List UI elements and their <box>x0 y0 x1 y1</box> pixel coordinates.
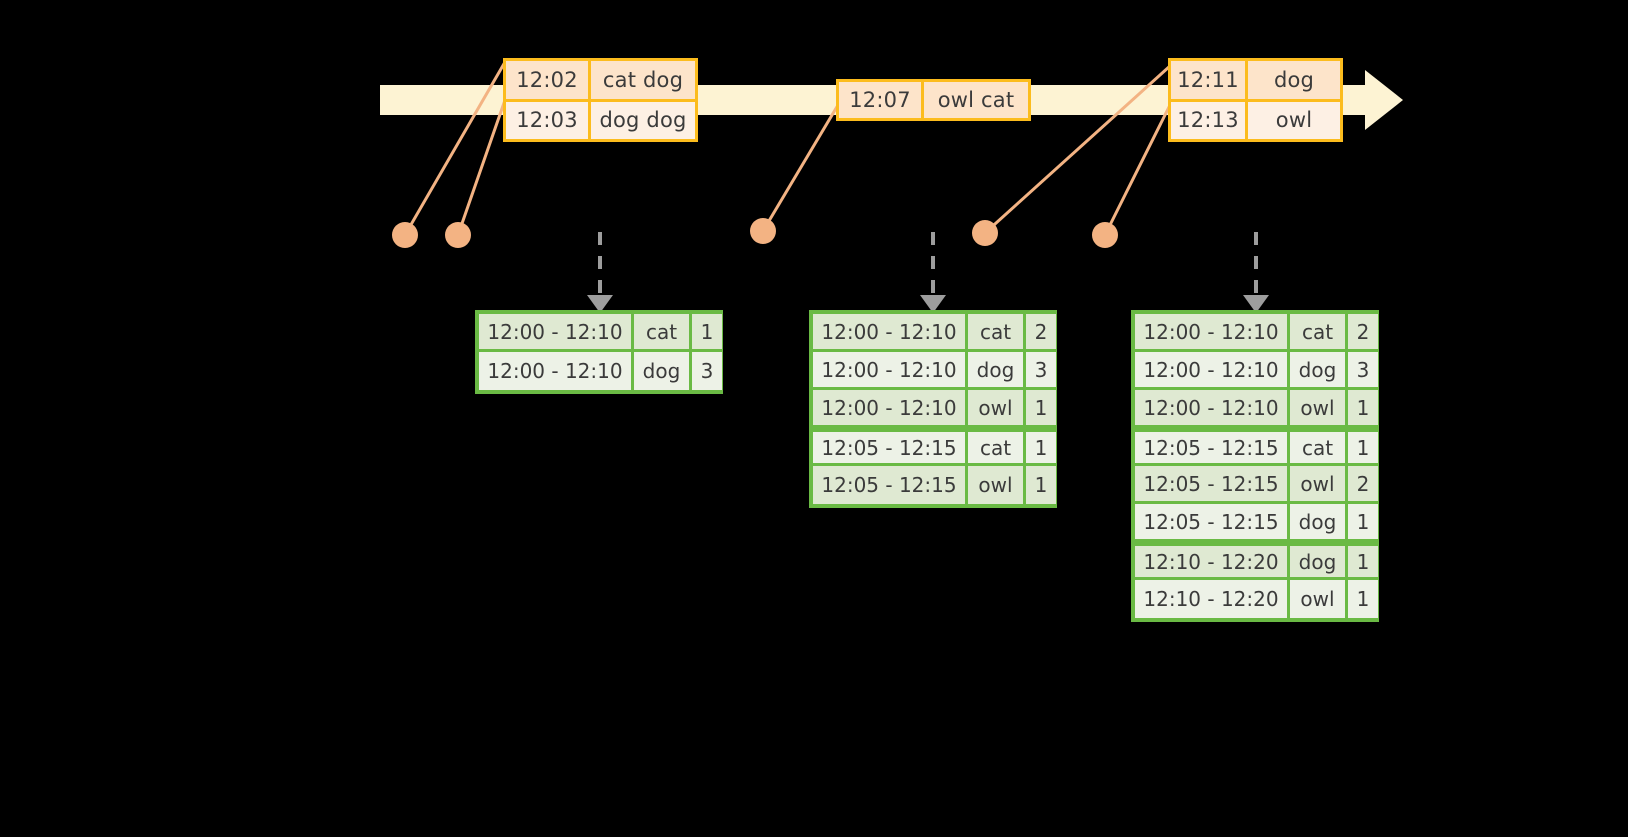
timeline-arrowhead <box>1365 70 1403 130</box>
cell-window: 12:10 - 12:20 <box>1135 580 1290 618</box>
cell-count: 3 <box>1348 352 1378 390</box>
cell-window: 12:05 - 12:15 <box>813 466 968 504</box>
cell-word: owl <box>1290 466 1348 504</box>
event-words: owl <box>1248 101 1340 139</box>
event-row: 12:02 cat dog <box>506 61 695 99</box>
event-box-1: 12:02 cat dog 12:03 dog dog <box>503 58 698 142</box>
event-time: 12:02 <box>506 61 591 99</box>
cell-word: owl <box>968 466 1026 504</box>
cell-window: 12:00 - 12:10 <box>813 352 968 390</box>
dashed-line <box>598 232 602 312</box>
cell-window: 12:00 - 12:10 <box>813 390 968 428</box>
connector-dot-5 <box>1092 222 1118 248</box>
event-time: 12:11 <box>1171 61 1248 99</box>
cell-word: dog <box>1290 504 1348 542</box>
cell-window: 12:05 - 12:15 <box>813 428 968 466</box>
event-words: cat dog <box>591 61 695 99</box>
connector-dot-4 <box>972 220 998 246</box>
cell-window: 12:05 - 12:15 <box>1135 466 1290 504</box>
cell-window: 12:10 - 12:20 <box>1135 542 1290 580</box>
dashed-line <box>931 232 935 312</box>
cell-count: 2 <box>1348 314 1378 352</box>
cell-count: 1 <box>1348 504 1378 542</box>
cell-count: 1 <box>1348 428 1378 466</box>
arrow-head-icon <box>920 295 946 313</box>
cell-word: owl <box>1290 390 1348 428</box>
event-time: 12:07 <box>839 82 924 118</box>
cell-window: 12:00 - 12:10 <box>479 314 634 352</box>
cell-word: dog <box>634 352 692 390</box>
cell-count: 2 <box>1348 466 1378 504</box>
cell-word: dog <box>968 352 1026 390</box>
event-row: 12:03 dog dog <box>506 98 695 139</box>
event-time: 12:13 <box>1171 101 1248 139</box>
event-row: 12:07 owl cat <box>839 82 1028 118</box>
arrow-head-icon <box>587 295 613 313</box>
cell-count: 3 <box>692 352 722 390</box>
dashed-arrow-1 <box>587 232 613 313</box>
cell-count: 1 <box>1026 466 1056 504</box>
cell-count: 1 <box>1348 390 1378 428</box>
cell-word: cat <box>1290 428 1348 466</box>
cell-window: 12:00 - 12:10 <box>1135 352 1290 390</box>
cell-window: 12:05 - 12:15 <box>1135 504 1290 542</box>
event-box-3: 12:11 dog 12:13 owl <box>1168 58 1343 142</box>
cell-count: 3 <box>1026 352 1056 390</box>
cell-word: cat <box>634 314 692 352</box>
cell-count: 1 <box>1348 580 1378 618</box>
cell-count: 1 <box>1026 390 1056 428</box>
cell-word: dog <box>1290 352 1348 390</box>
event-words: dog <box>1248 61 1340 99</box>
cell-word: owl <box>968 390 1026 428</box>
dashed-arrow-3 <box>1243 232 1269 313</box>
connector-dot-1 <box>392 222 418 248</box>
cell-count: 1 <box>1348 542 1378 580</box>
connector-dot-3 <box>750 218 776 244</box>
cell-word: cat <box>1290 314 1348 352</box>
event-row: 12:13 owl <box>1171 98 1340 139</box>
cell-word: dog <box>1290 542 1348 580</box>
dashed-line <box>1254 232 1258 312</box>
cell-window: 12:05 - 12:15 <box>1135 428 1290 466</box>
event-words: dog dog <box>591 101 695 139</box>
cell-window: 12:00 - 12:10 <box>1135 314 1290 352</box>
cell-word: cat <box>968 428 1026 466</box>
arrow-head-icon <box>1243 295 1269 313</box>
cell-count: 2 <box>1026 314 1056 352</box>
cell-count: 1 <box>1026 428 1056 466</box>
connector-dot-2 <box>445 222 471 248</box>
cell-word: owl <box>1290 580 1348 618</box>
cell-word: cat <box>968 314 1026 352</box>
dashed-arrow-2 <box>920 232 946 313</box>
cell-count: 1 <box>692 314 722 352</box>
event-time: 12:03 <box>506 101 591 139</box>
event-box-2: 12:07 owl cat <box>836 79 1031 121</box>
cell-window: 12:00 - 12:10 <box>1135 390 1290 428</box>
event-words: owl cat <box>924 82 1028 118</box>
cell-window: 12:00 - 12:10 <box>813 314 968 352</box>
event-row: 12:11 dog <box>1171 61 1340 99</box>
cell-window: 12:00 - 12:10 <box>479 352 634 390</box>
